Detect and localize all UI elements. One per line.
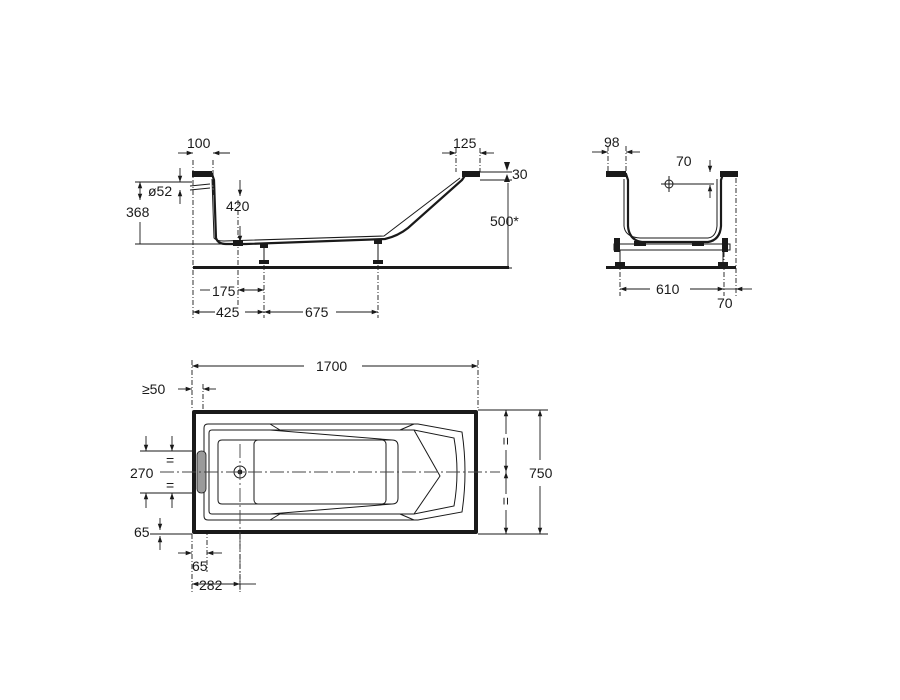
end-view: 98 70 610 70 xyxy=(592,134,752,311)
side-tub-inner xyxy=(211,177,461,242)
dim-leg1-pos: 425 xyxy=(216,304,240,320)
end-floor xyxy=(606,266,736,269)
end-rim-left xyxy=(606,171,626,177)
dim-end-rim: 98 xyxy=(604,134,620,150)
eq-mark-right-bottom: = xyxy=(498,497,514,505)
end-leg-left xyxy=(614,238,625,266)
dim-total-height: 500* xyxy=(490,213,519,229)
dim-rim-left: 100 xyxy=(187,135,211,151)
dim-end-leg-spacing: 610 xyxy=(656,281,680,297)
side-overflow xyxy=(189,183,211,191)
side-tub-profile xyxy=(194,172,478,246)
eq-mark-right-top: = xyxy=(498,437,514,445)
dim-wall-clearance: ≥50 xyxy=(142,381,165,397)
eq-mark-left-bottom: = xyxy=(166,477,174,493)
side-rim-right xyxy=(462,171,480,177)
dim-edge-left: 65 xyxy=(192,558,208,574)
end-tub-inner xyxy=(623,179,718,239)
dim-edge-bottom: 65 xyxy=(134,524,150,540)
end-rim-right xyxy=(720,171,738,177)
dim-end-overflow: 70 xyxy=(676,153,692,169)
dim-overflow-dia: ø52 xyxy=(148,183,172,199)
side-rim-left xyxy=(192,171,212,177)
dim-overflow-height: 368 xyxy=(126,204,150,220)
end-tub-profile xyxy=(608,172,738,244)
floor-line xyxy=(193,266,509,269)
dim-rim-thickness: 30 xyxy=(512,166,528,182)
dim-leg-spacing: 675 xyxy=(305,304,329,320)
end-leg-right xyxy=(718,238,728,266)
dim-drain-pos: 175 xyxy=(212,283,236,299)
dim-plan-width: 750 xyxy=(529,465,553,481)
eq-mark-left-top: = xyxy=(166,452,174,468)
end-base-frame xyxy=(613,243,731,251)
side-leg-1 xyxy=(259,244,269,264)
dim-rim-right: 125 xyxy=(453,135,477,151)
plan-basin xyxy=(203,423,466,521)
dim-plan-length: 1700 xyxy=(316,358,347,374)
plan-view: 1700 ≥50 750 = = 270 = = 65 65 xyxy=(130,358,553,593)
dim-handle-span: 270 xyxy=(130,465,154,481)
side-view: 100 125 30 500* 420 368 ø52 175 425 675 xyxy=(126,135,528,320)
dim-end-adjust: 70 xyxy=(717,295,733,311)
dim-drain-x: 282 xyxy=(199,577,223,593)
dim-inner-depth: 420 xyxy=(226,198,250,214)
side-leg-2 xyxy=(373,240,383,264)
